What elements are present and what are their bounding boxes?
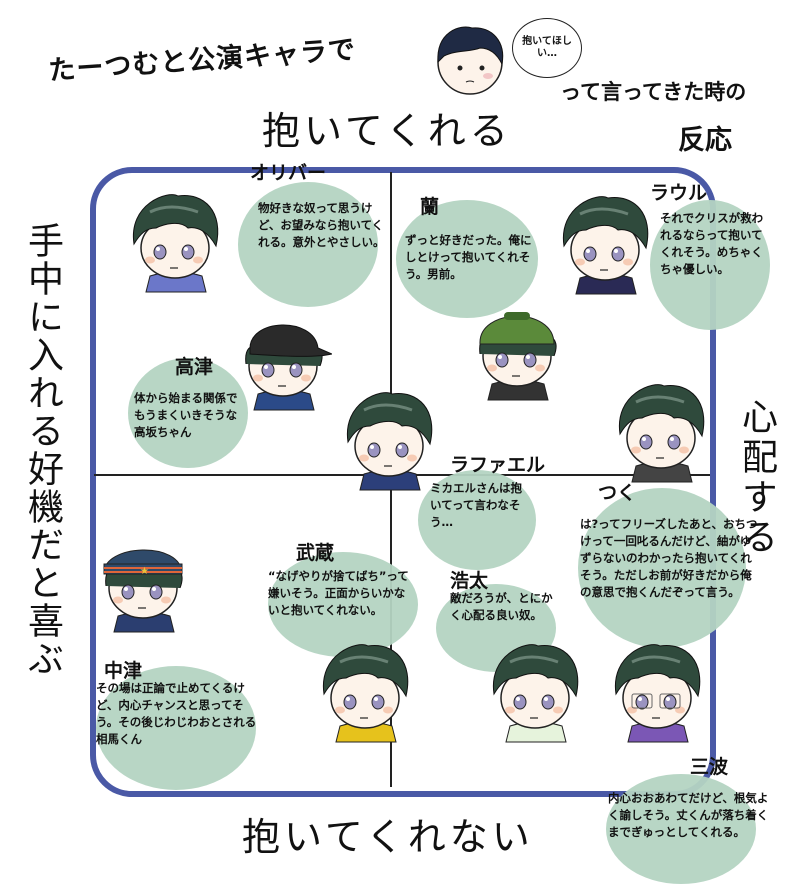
character-name: 浩太: [450, 570, 489, 592]
comment-blob: [418, 470, 536, 570]
character-face-icon: [236, 308, 334, 411]
character-comment: 内心おおあわてだけど、根気よく諭しそう。丈くんが落ち着くまでぎゅっとしてくれる。: [608, 791, 769, 839]
axis-label-left: 手中に入れる好機だと喜ぶ: [22, 222, 63, 678]
character-comment: ずっと好きだった。俺にしとけって抱いてくれそう。男前。: [405, 233, 532, 281]
axis-label-top: 抱いてくれる: [262, 109, 512, 153]
character-name: 蘭: [420, 196, 440, 218]
comment-blob: [578, 488, 746, 648]
title-line-2: って言ってきた時の: [560, 80, 747, 104]
comment-blob: [96, 666, 256, 790]
character-face-icon: [558, 192, 650, 295]
character-comment: その場は正論で止めてくるけど、内心チャンスと思ってそう。その後じわじわおとされる…: [96, 681, 257, 746]
svg-text:★: ★: [140, 566, 149, 577]
character-comment: ミカエルさんは抱いてって言わなそう…: [430, 481, 522, 529]
character-face-icon: [614, 380, 706, 483]
character-comment: それでクリスが救われるならって抱いてくれそう。めちゃくちゃ優しい。: [660, 211, 764, 276]
character-name: オリバー: [250, 162, 327, 184]
character-face-icon: [488, 640, 580, 743]
character-name: 武蔵: [296, 542, 335, 564]
character-name: つく: [598, 482, 637, 504]
comment-blob: [396, 200, 538, 318]
character-face-icon: [342, 388, 434, 491]
speech-bubble: 抱いてほしい…: [512, 18, 582, 78]
character-comment: 敵だろうが、とにかく心配る良い奴。: [450, 591, 553, 622]
character-comment: は?ってフリーズしたあと、おちつけって一回叱るんだけど、紬がゆずらないのわかった…: [580, 517, 758, 599]
character-name: ラウル: [650, 182, 708, 204]
comment-blob: [606, 774, 756, 884]
title-line-3: 反応: [678, 125, 732, 156]
character-name: 高津: [175, 356, 214, 378]
tatsumu-face-icon: [437, 26, 504, 95]
comment-blob: [128, 358, 248, 468]
character-name: ラファエル: [450, 454, 546, 476]
character-face-icon: [318, 640, 410, 743]
axis-label-bottom: 抱いてくれない: [242, 815, 534, 859]
comment-blob: [650, 200, 770, 330]
character-face-icon: [128, 190, 220, 293]
character-face-icon: [610, 640, 702, 743]
character-comment: “なげやりが捨てばち”って嫌いそう。正面からいかないと抱いてくれない。: [268, 569, 409, 617]
comment-blob: [238, 182, 378, 307]
character-comment: 体から始まる関係でもうまくいきそうな高坂ちゃん: [134, 391, 238, 439]
axis-label-right: 心配する: [736, 398, 777, 558]
character-name: 中津: [104, 660, 143, 682]
character-comment: 物好きな奴って思うけど、お望みなら抱いてくれる。意外とやさしい。: [258, 201, 385, 249]
comment-blob: [268, 552, 418, 657]
quadrant-frame: [90, 167, 716, 797]
character-face-icon: [470, 298, 562, 401]
title-line-1: たーつむと公演キャラで: [47, 34, 357, 87]
character-name: 三波: [690, 756, 729, 778]
character-face-icon: ★: [96, 530, 188, 633]
